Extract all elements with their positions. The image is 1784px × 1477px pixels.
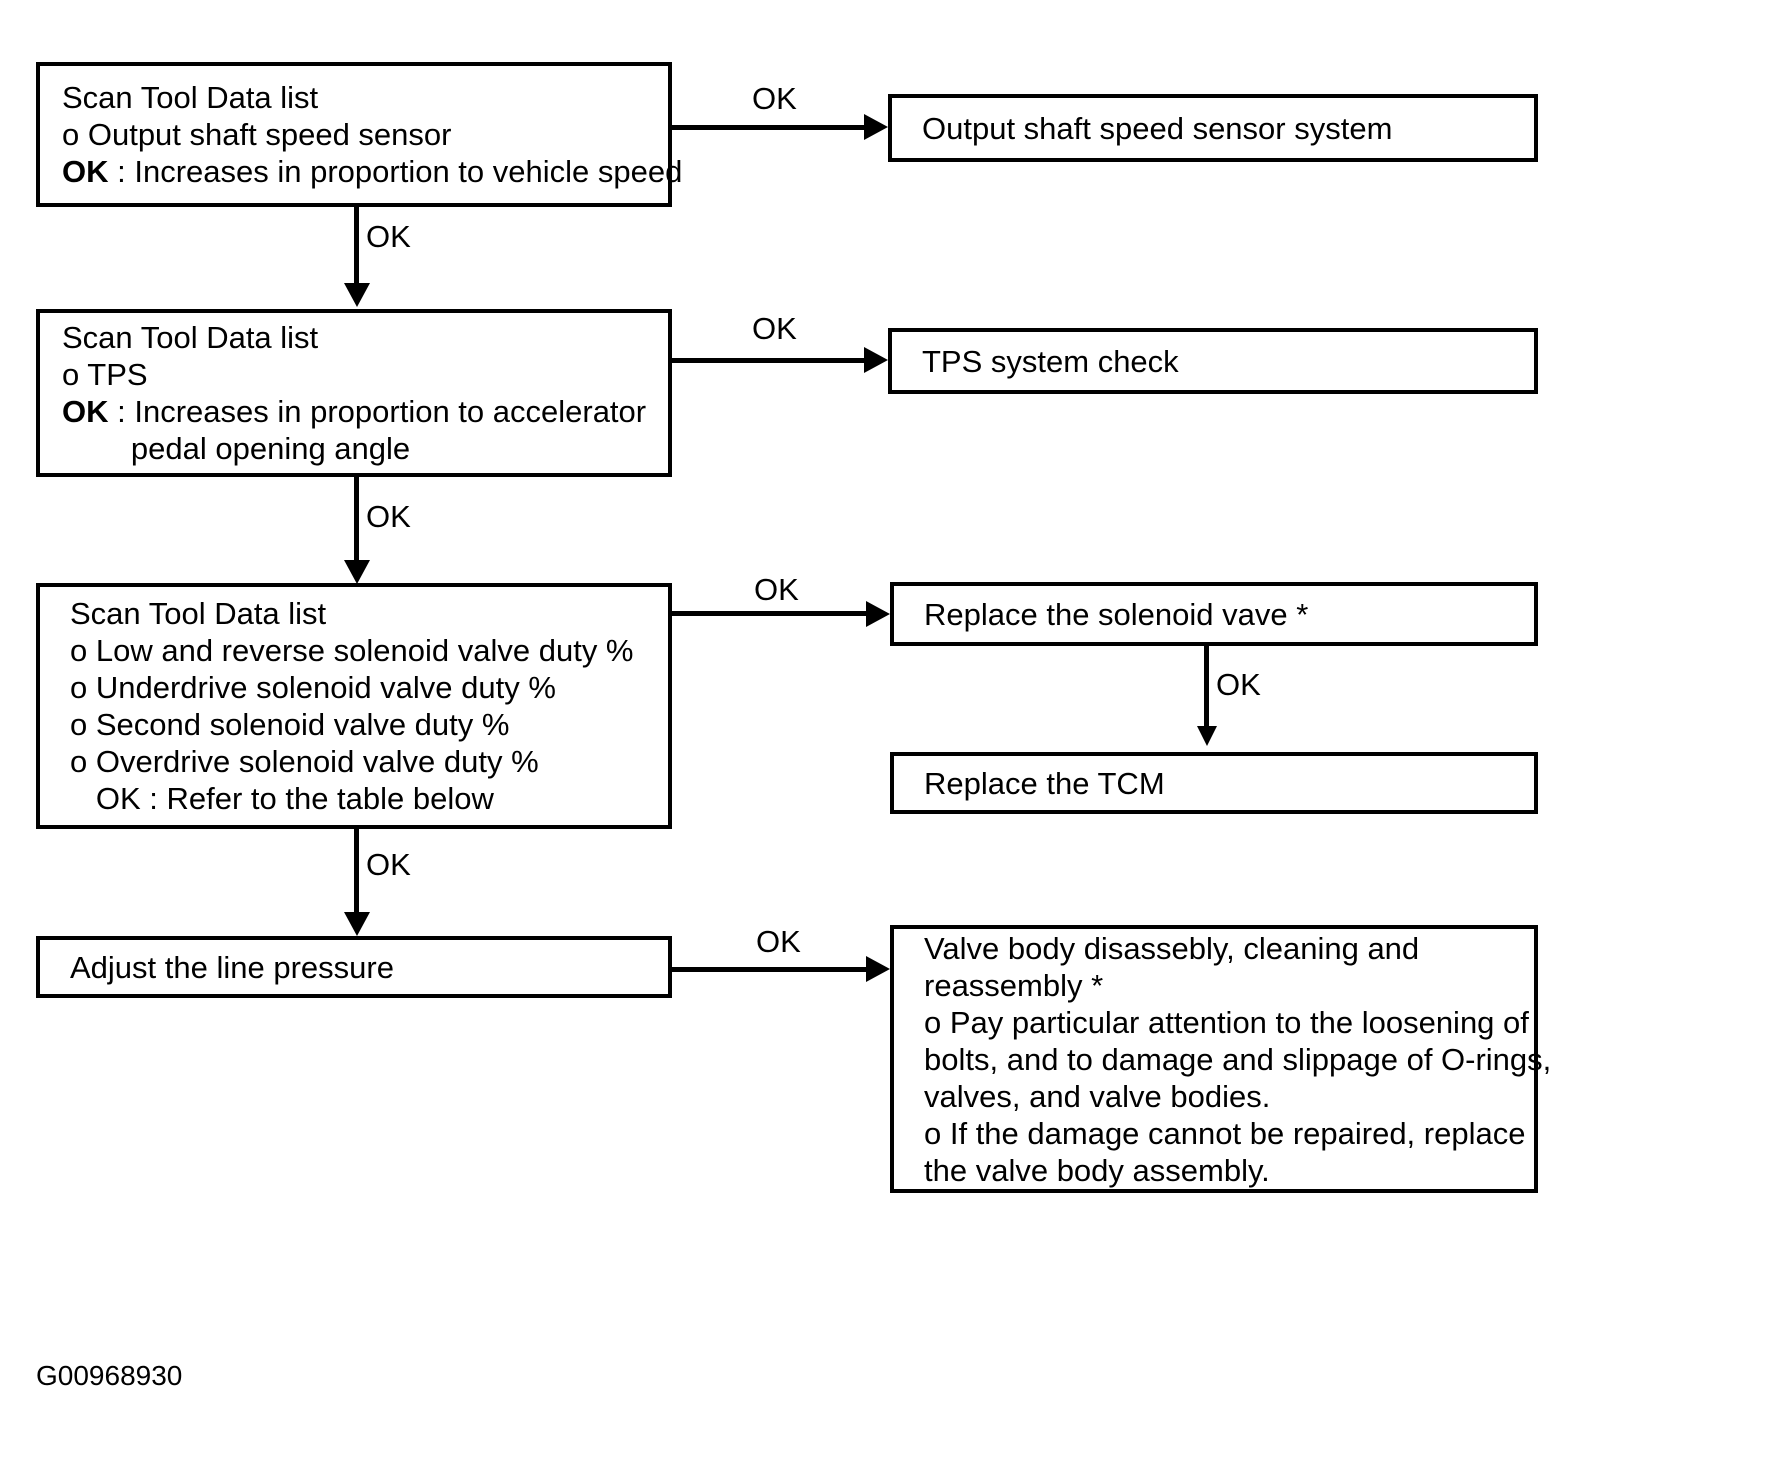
box5r-line-4: bolts, and to damage and slippage of O-r… bbox=[924, 1041, 1552, 1077]
box5r-line-7: the valve body assembly. bbox=[924, 1152, 1270, 1188]
box5r-line-5: valves, and valve bodies. bbox=[924, 1078, 1271, 1114]
arrowhead-box3-to-replace-solenoid bbox=[866, 601, 890, 627]
box4r-text: Replace the TCM bbox=[924, 765, 1165, 801]
edge-label-box2-down-ok: OK bbox=[366, 499, 411, 534]
connector-box2-to-tps-check bbox=[668, 358, 866, 363]
box5r-line-6: o If the damage cannot be repaired, repl… bbox=[924, 1115, 1526, 1151]
box1-item-1: o Output shaft speed sensor bbox=[62, 117, 452, 152]
box3-item-2: o Underdrive solenoid valve duty % bbox=[70, 670, 556, 705]
box-scan-solenoid-duties: Scan Tool Data list o Low and reverse so… bbox=[36, 583, 672, 829]
box2-ok-text: : Increases in proportion to accelerator bbox=[108, 394, 647, 429]
box2-ok-condition: OK : Increases in proportion to accelera… bbox=[62, 393, 668, 430]
connector-box1-to-box2 bbox=[354, 207, 359, 287]
edge-label-box2-right-ok: OK bbox=[752, 311, 797, 346]
box2-title: Scan Tool Data list bbox=[62, 320, 319, 355]
box3-title: Scan Tool Data list bbox=[70, 596, 327, 631]
edge-label-solenoid-to-tcm-ok: OK bbox=[1216, 667, 1261, 702]
box1-ok-text: : Increases in proportion to vehicle spe… bbox=[108, 154, 683, 189]
box-valve-body-service: Valve body disassebly, cleaning and reas… bbox=[890, 925, 1552, 1193]
box5r-line-3: o Pay particular attention to the loosen… bbox=[924, 1004, 1529, 1040]
connector-box3-to-replace-solenoid bbox=[668, 611, 868, 616]
connector-adjust-to-valve-body bbox=[668, 967, 868, 972]
arrowhead-box1-to-system bbox=[864, 114, 888, 140]
box1-ok-prefix: OK bbox=[62, 154, 109, 189]
figure-id-label: G00968930 bbox=[36, 1360, 183, 1391]
box-scan-tps: Scan Tool Data list o TPS OK : Increases… bbox=[36, 309, 672, 477]
connector-replace-solenoid-to-tcm bbox=[1204, 646, 1209, 728]
box3-item-3: o Second solenoid valve duty % bbox=[70, 707, 510, 742]
arrowhead-box2-to-box3 bbox=[344, 560, 370, 584]
box2-item-1: o TPS bbox=[62, 357, 148, 392]
edge-label-box1-right-ok: OK bbox=[752, 81, 797, 116]
arrowhead-box2-to-tps-check bbox=[864, 347, 888, 373]
box1-title: Scan Tool Data list bbox=[62, 80, 319, 115]
edge-label-box3-down-ok: OK bbox=[366, 847, 411, 882]
arrowhead-adjust-to-valve-body bbox=[866, 956, 890, 982]
box2r-text: TPS system check bbox=[922, 343, 1179, 379]
box3-item-1: o Low and reverse solenoid valve duty % bbox=[70, 633, 634, 668]
box5r-line-1: Valve body disassebly, cleaning and bbox=[924, 930, 1420, 966]
box1r-text: Output shaft speed sensor system bbox=[922, 110, 1393, 146]
arrowhead-box1-to-box2 bbox=[344, 283, 370, 307]
connector-box3-to-adjust-line-pressure bbox=[354, 829, 359, 917]
box5r-line-2: reassembly * bbox=[924, 967, 1104, 1003]
box-tps-system-check: TPS system check bbox=[888, 328, 1538, 394]
box5-text: Adjust the line pressure bbox=[70, 949, 394, 985]
connector-box2-to-box3 bbox=[354, 477, 359, 565]
box2-ok-prefix: OK bbox=[62, 394, 109, 429]
box-output-shaft-speed-sensor-system: Output shaft speed sensor system bbox=[888, 94, 1538, 162]
box3-item-4: o Overdrive solenoid valve duty % bbox=[70, 744, 539, 779]
box-replace-tcm: Replace the TCM bbox=[890, 752, 1538, 814]
arrowhead-box3-to-adjust-line-pressure bbox=[344, 912, 370, 936]
arrowhead-replace-solenoid-to-tcm bbox=[1197, 726, 1217, 746]
box3-ok-condition: OK : Refer to the table below bbox=[70, 781, 494, 816]
box-replace-solenoid-valve: Replace the solenoid vave * bbox=[890, 582, 1538, 646]
box2-ok-condition-cont: pedal opening angle bbox=[62, 431, 411, 466]
box-adjust-line-pressure: Adjust the line pressure bbox=[36, 936, 672, 998]
box3r-text: Replace the solenoid vave * bbox=[924, 596, 1309, 632]
box-scan-output-shaft-speed-sensor: Scan Tool Data list o Output shaft speed… bbox=[36, 62, 682, 207]
edge-label-adjust-right-ok: OK bbox=[756, 924, 801, 959]
edge-label-box1-down-ok: OK bbox=[366, 219, 411, 254]
edge-label-box3-right-ok: OK bbox=[754, 572, 799, 607]
box1-ok-condition: OK : Increases in proportion to vehicle … bbox=[62, 153, 682, 190]
connector-box1-to-system bbox=[668, 125, 866, 130]
